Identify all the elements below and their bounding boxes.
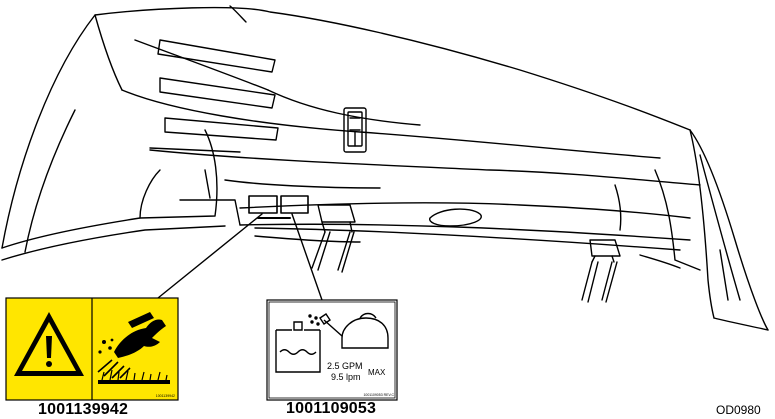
flow-rate-gpm: 2.5 GPM xyxy=(327,361,363,371)
warning-decal: 1001139942 xyxy=(5,297,179,401)
warning-decal-small-code: 1001139942 xyxy=(156,394,175,398)
flow-rate-decal: 2.5 GPM 9.5 lpm MAX 1001109053 REV.C xyxy=(266,299,398,401)
machine-shroud xyxy=(1,5,769,331)
warning-triangle-icon xyxy=(14,312,84,376)
chemical-burn-hand-icon xyxy=(97,312,170,384)
flow-rate-lpm: 9.5 lpm xyxy=(331,372,361,382)
watering-can-icon xyxy=(308,312,389,349)
warning-leader-line xyxy=(157,213,263,299)
tank-icon xyxy=(275,321,321,373)
flow-leader-line xyxy=(291,213,323,301)
flow-decal-part-number: 1001109053 xyxy=(286,400,377,417)
warning-decal-location xyxy=(248,195,278,214)
flow-decal-small-code: 1001109053 REV.C xyxy=(363,393,394,397)
flow-decal-location xyxy=(280,195,309,214)
warning-decal-part-number: 1001139942 xyxy=(38,401,129,418)
figure-reference: OD0980 xyxy=(716,403,761,417)
flow-rate-max-label: MAX xyxy=(368,368,386,377)
